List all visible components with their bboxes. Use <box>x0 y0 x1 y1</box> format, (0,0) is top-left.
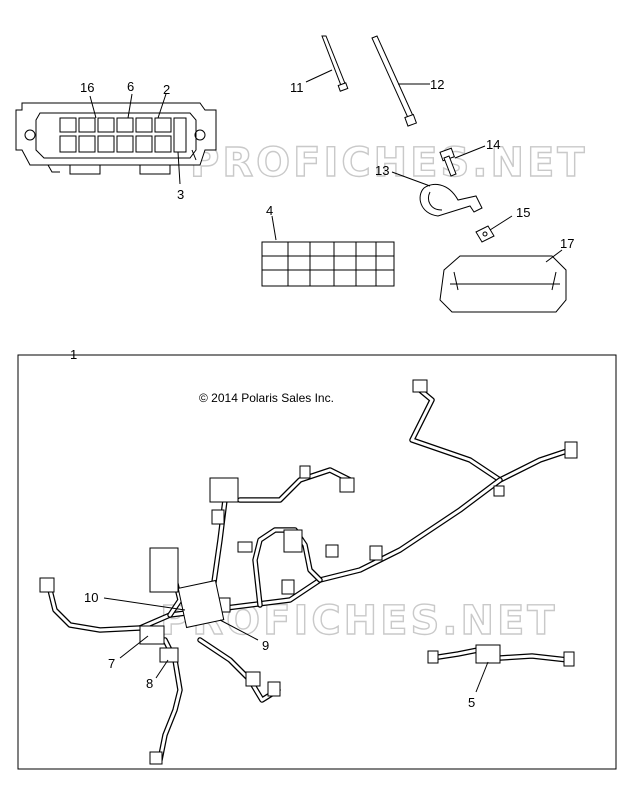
callout-15: 15 <box>516 205 530 220</box>
leader-11 <box>305 69 333 83</box>
leader-8 <box>155 659 169 679</box>
relay-label-decal <box>261 241 395 287</box>
watermark-top: PROFICHES.NET <box>190 140 588 186</box>
p-clamp <box>419 183 483 217</box>
callout-6: 6 <box>127 79 134 94</box>
fuse-relay-box <box>15 102 217 175</box>
callout-8: 8 <box>146 676 153 691</box>
cable-tie-small <box>321 35 349 92</box>
callout-1: 1 <box>70 347 77 362</box>
leader-15 <box>489 215 513 231</box>
clip-nut <box>475 225 495 243</box>
leader-6 <box>127 93 133 119</box>
jumper-harness <box>427 644 575 667</box>
main-wire-harness <box>47 387 573 763</box>
leader-9 <box>219 619 259 641</box>
callout-3: 3 <box>177 187 184 202</box>
harness-frame <box>17 354 617 770</box>
fuse-box-cover <box>439 255 567 313</box>
leader-4 <box>271 215 277 241</box>
callout-10: 10 <box>84 590 98 605</box>
leader-17 <box>545 249 563 263</box>
leader-3 <box>177 151 181 185</box>
callout-4: 4 <box>266 203 273 218</box>
leader-7 <box>119 635 149 659</box>
callout-12: 12 <box>430 77 444 92</box>
callout-13: 13 <box>375 163 389 178</box>
callout-17: 17 <box>560 236 574 251</box>
leader-10 <box>103 597 186 611</box>
callout-2: 2 <box>163 82 170 97</box>
leader-14 <box>454 145 486 159</box>
leader-5 <box>475 661 489 693</box>
leader-13 <box>391 171 431 187</box>
harness-connectors <box>39 379 578 765</box>
bolt <box>439 147 457 177</box>
cable-tie-large <box>371 35 418 127</box>
leader-2 <box>157 93 167 119</box>
callout-11: 11 <box>290 80 304 95</box>
copyright-notice: © 2014 Polaris Sales Inc. <box>199 391 334 405</box>
callout-7: 7 <box>108 656 115 671</box>
leader-16 <box>89 95 97 119</box>
callout-9: 9 <box>262 638 269 653</box>
callout-5: 5 <box>468 695 475 710</box>
callout-14: 14 <box>486 137 500 152</box>
callout-16: 16 <box>80 80 94 95</box>
